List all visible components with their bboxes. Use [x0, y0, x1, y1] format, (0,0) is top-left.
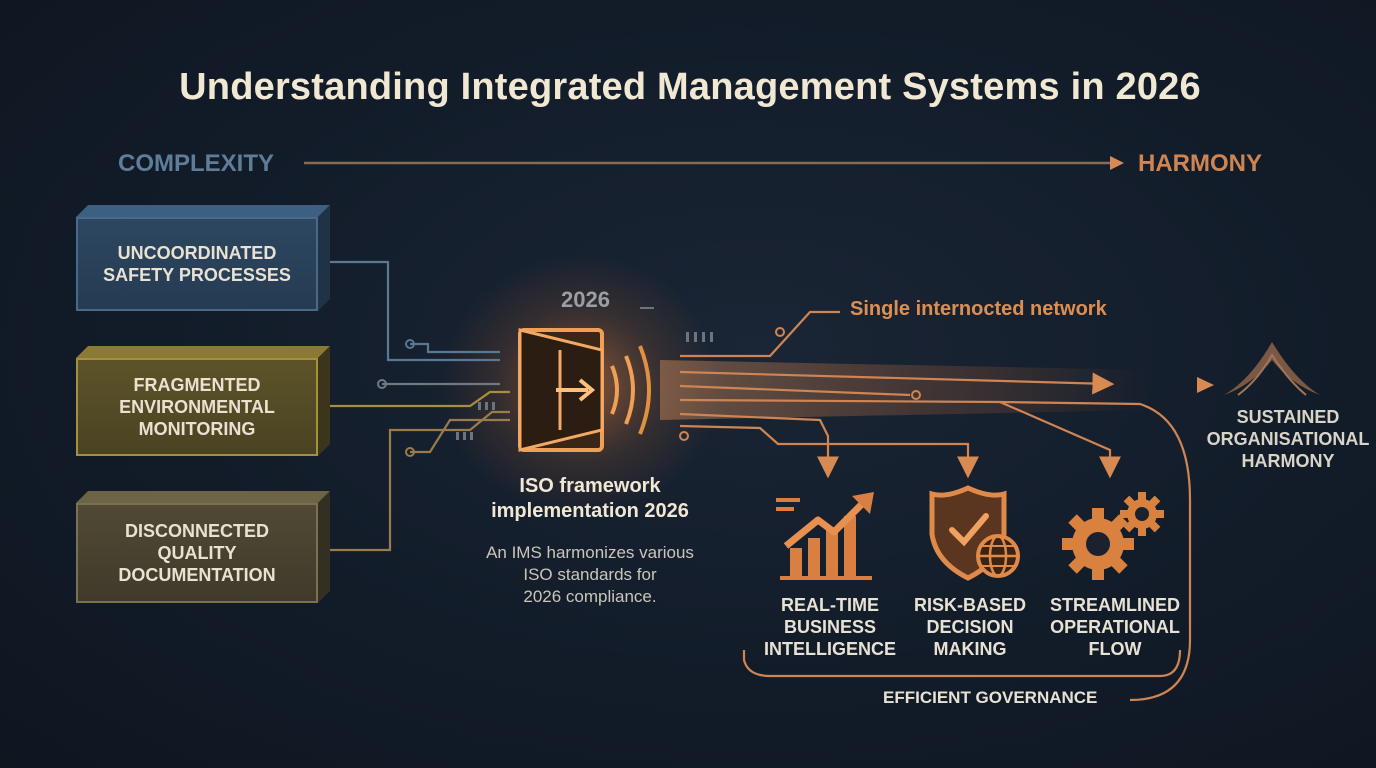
center-title: ISO framework implementation 2026 [460, 474, 720, 524]
benefit-line: DECISION [926, 617, 1014, 637]
governance-label: EFFICIENT GOVERNANCE [883, 688, 1098, 707]
benefit-line: RISK-BASED [913, 595, 1026, 615]
gears-icon [1062, 492, 1164, 580]
box-line: ENVIRONMENTAL [119, 397, 275, 417]
benefit-line: OPERATIONAL [1050, 617, 1180, 637]
box-line: DISCONNECTED [124, 521, 269, 541]
benefit-business-intelligence: REAL-TIME BUSINESS INTELLIGENCE [755, 594, 905, 660]
benefit-operational-flow: STREAMLINED OPERATIONAL FLOW [1040, 594, 1190, 660]
shield-check-globe-icon [929, 485, 1020, 581]
benefit-risk-decision: RISK-BASED DECISION MAKING [895, 594, 1045, 660]
network-label: Single internocted network [850, 298, 1107, 320]
box-line: UNCOORDINATED [117, 243, 277, 263]
center-description: An IMS harmonizes various ISO standards … [440, 542, 740, 608]
benefit-line: BUSINESS [783, 617, 877, 637]
center-title-line: implementation 2026 [491, 500, 689, 522]
center-desc-line: 2026 compliance. [523, 587, 657, 606]
center-title-line: ISO framework [519, 475, 661, 497]
growth-chart-icon [776, 492, 874, 580]
outcome-line: HARMONY [1241, 451, 1335, 471]
benefit-line: FLOW [1088, 639, 1142, 659]
box-line: DOCUMENTATION [118, 565, 276, 585]
center-year: 2026 [561, 287, 610, 312]
page-title: Understanding Integrated Management Syst… [179, 66, 1201, 108]
box-line: MONITORING [138, 419, 256, 439]
center-desc-line: ISO standards for [523, 565, 657, 584]
axis-label-complexity: COMPLEXITY [118, 150, 275, 177]
input-box-quality: DISCONNECTED QUALITY DOCUMENTATION [76, 503, 318, 603]
benefit-line: REAL-TIME [781, 595, 879, 615]
axis-label-harmony: HARMONY [1138, 150, 1262, 177]
input-box-safety: UNCOORDINATED SAFETY PROCESSES [76, 217, 318, 311]
outcome-label: SUSTAINED ORGANISATIONAL HARMONY [1186, 406, 1376, 472]
outcome-line: SUSTAINED [1236, 407, 1340, 427]
outcome-line: ORGANISATIONAL [1206, 429, 1370, 449]
mountain-icon [1224, 342, 1320, 396]
benefit-line: STREAMLINED [1050, 595, 1180, 615]
benefit-line: MAKING [933, 639, 1007, 659]
box-line: SAFETY PROCESSES [103, 265, 291, 285]
center-desc-line: An IMS harmonizes various [486, 543, 694, 562]
door-arrow-icon [518, 328, 651, 452]
box-line: FRAGMENTED [133, 375, 261, 395]
input-box-environmental: FRAGMENTED ENVIRONMENTAL MONITORING [76, 358, 318, 456]
benefit-line: INTELLIGENCE [763, 639, 896, 659]
box-line: QUALITY [157, 543, 237, 563]
